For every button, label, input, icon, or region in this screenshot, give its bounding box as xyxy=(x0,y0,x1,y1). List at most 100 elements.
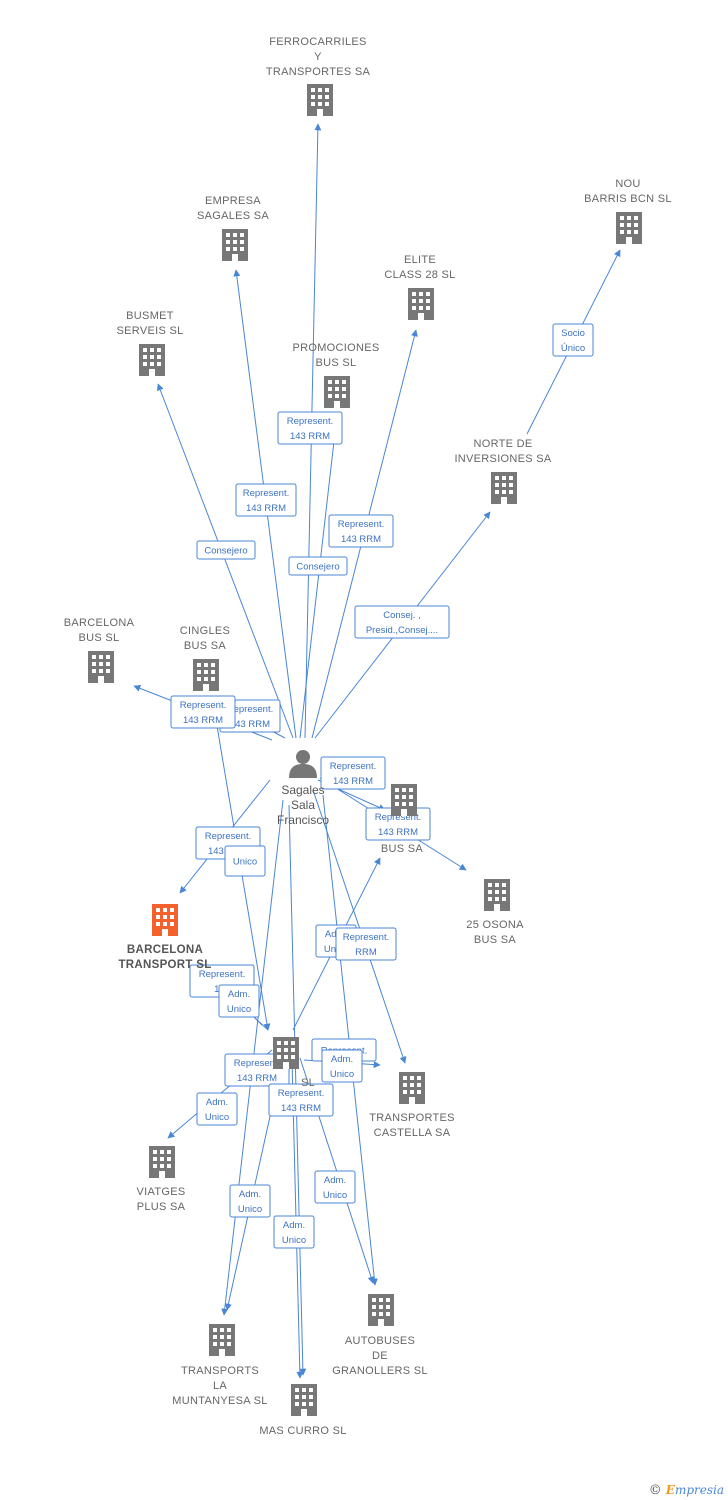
edge-label-text: Represent. xyxy=(234,1058,280,1069)
edge-label-box[interactable] xyxy=(224,845,266,877)
edge-label-text: Adm. xyxy=(206,1097,228,1108)
edge-label-box[interactable] xyxy=(229,1184,271,1218)
building-icon xyxy=(152,904,178,936)
edge-label-box[interactable] xyxy=(328,514,394,548)
edge-label-text: Unico xyxy=(282,1235,306,1246)
edge-label-box[interactable] xyxy=(320,756,386,790)
edge-label-text: Consejero xyxy=(296,562,339,573)
node-norte[interactable]: NORTE DE INVERSIONES SA xyxy=(454,438,552,504)
edge-sagales-to-castella xyxy=(312,789,407,1064)
edges-layer xyxy=(133,123,621,1379)
edge-sagales-to-promociones xyxy=(299,414,340,739)
node-label: NORTE DE xyxy=(473,438,532,450)
edge-label[interactable]: Represent.143 RRM xyxy=(235,483,297,517)
edge-label[interactable]: Adm.Unico xyxy=(218,984,260,1018)
node-label: VIATGES xyxy=(137,1186,186,1198)
node-label: BUS SL xyxy=(316,357,357,369)
edge-label-box[interactable] xyxy=(321,1049,363,1083)
edge-label-text: 143 RRM xyxy=(281,1103,321,1114)
edge-label-box[interactable] xyxy=(235,483,297,517)
edge-label-text: Adm. xyxy=(324,1175,346,1186)
edge-label-text: Único xyxy=(561,343,585,354)
edge-label[interactable]: Represent.143 RRM xyxy=(328,514,394,548)
building-icon xyxy=(307,84,333,116)
edge-label-text: Adm. xyxy=(331,1054,353,1065)
edge-label-text: Presid.,Consej.... xyxy=(366,625,438,636)
node-label: Sagales xyxy=(281,783,324,797)
edge-label-text: 143 RRM xyxy=(230,719,270,730)
node-promociones[interactable]: PROMOCIONES BUS SL xyxy=(292,342,379,408)
edge-label[interactable]: Consejero xyxy=(196,540,256,560)
node-label: 25 OSONA xyxy=(466,919,524,931)
edge-label-text: 143 RRM xyxy=(183,715,223,726)
edge-label[interactable]: Adm. Unico xyxy=(321,1049,363,1083)
node-label: EMPRESA xyxy=(205,195,261,207)
edge-label-text: Represent. xyxy=(199,969,245,980)
edge-label-box[interactable] xyxy=(196,1092,238,1126)
node-mascurro[interactable]: MAS CURRO SL xyxy=(259,1384,346,1437)
edge-label-text: Represent. xyxy=(180,700,226,711)
node-label: INVERSIONES SA xyxy=(454,453,551,465)
edge-label-box[interactable] xyxy=(314,1170,356,1204)
edge-label-box[interactable] xyxy=(277,411,343,445)
edge-label[interactable]: Adm.Unico xyxy=(229,1184,271,1218)
edge-label-text: Socio xyxy=(561,328,585,339)
node-label: CASTELLA SA xyxy=(374,1127,451,1139)
edge-label[interactable]: Unico xyxy=(224,845,266,877)
edge-label[interactable]: Adm.Unico xyxy=(273,1215,315,1249)
edge-label-text: Consej. , xyxy=(383,610,421,621)
node-label: BARCELONA xyxy=(64,617,135,629)
node-label: PROMOCIONES xyxy=(292,342,379,354)
edge-label-text: Represent. xyxy=(243,488,289,499)
building-icon xyxy=(291,1384,317,1416)
edge-label[interactable]: Represent.143 RRM xyxy=(320,756,386,790)
edge-label-box[interactable] xyxy=(354,605,450,639)
node-busmet[interactable]: BUSMET SERVEIS SL xyxy=(117,310,184,376)
node-label: GRANOLLERS SL xyxy=(332,1365,428,1377)
node-label: MAS CURRO SL xyxy=(259,1425,346,1437)
copyright-footer: ©Empresia xyxy=(649,1483,724,1498)
edge-label[interactable]: Represent. 143 RRM xyxy=(277,411,343,445)
edge-label-box[interactable] xyxy=(552,323,594,357)
node-label: BUSMET xyxy=(126,310,174,322)
edge-label-text: 143 RRM xyxy=(290,431,330,442)
brand-logo-text: mpresia xyxy=(674,1483,724,1497)
edge-label-box[interactable] xyxy=(335,927,397,961)
node-mid-sl[interactable]: SL xyxy=(273,1037,315,1089)
edge-label-text: Represent. xyxy=(205,831,251,842)
node-label: BUS SA xyxy=(184,640,227,652)
edge-label-box[interactable] xyxy=(170,695,236,729)
edge-label-text: RRM xyxy=(355,947,377,958)
edge-label-text: Represent. xyxy=(287,416,333,427)
edge-label[interactable]: Represent. 143 RRM xyxy=(170,695,236,729)
edge-label-box[interactable] xyxy=(268,1083,334,1117)
edge-label[interactable]: Represent.143 RRM xyxy=(268,1083,334,1117)
edge-label[interactable]: Consejero xyxy=(288,556,348,576)
edge-label[interactable]: Consej. , Presid.,Consej.... xyxy=(354,605,450,639)
edge-label-box[interactable] xyxy=(218,984,260,1018)
edge-label[interactable]: Adm.Unico xyxy=(196,1092,238,1126)
node-label: SERVEIS SL xyxy=(117,325,184,337)
edge-label[interactable]: Adm.Unico xyxy=(314,1170,356,1204)
edge-label[interactable]: Represent.RRM xyxy=(335,927,397,961)
edge-label-text: Unico xyxy=(330,1069,354,1080)
edge-label-box[interactable] xyxy=(196,540,256,560)
node-bus-sa[interactable]: BUS SA xyxy=(381,784,424,855)
edge-label[interactable]: Represent.143 RRM xyxy=(365,807,431,841)
edge-label-box[interactable] xyxy=(273,1215,315,1249)
edge-label-box[interactable] xyxy=(288,556,348,576)
